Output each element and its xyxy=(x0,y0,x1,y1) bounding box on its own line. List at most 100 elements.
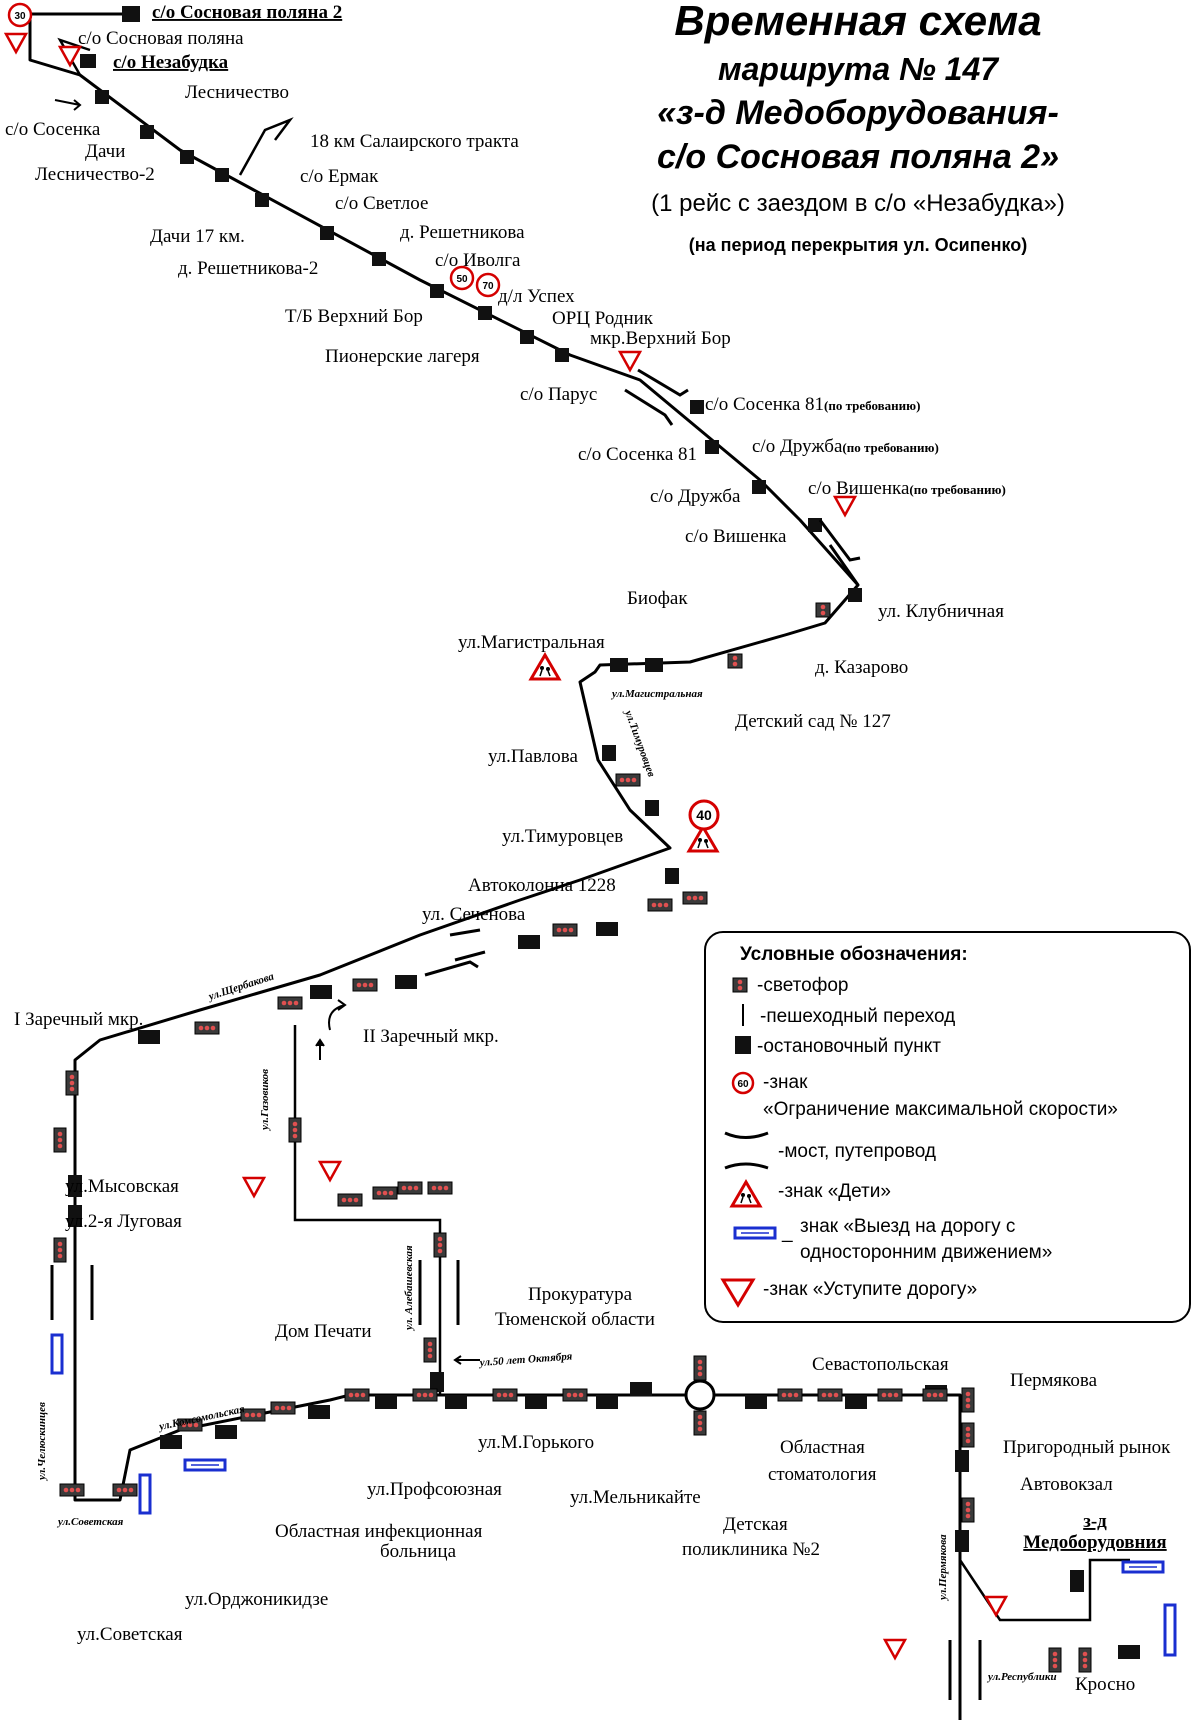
stop-marker xyxy=(645,800,659,816)
traffic-light-icon xyxy=(961,1497,975,1523)
stop-marker xyxy=(630,1382,652,1396)
traffic-light-icon xyxy=(277,996,303,1010)
stop-avtokolonna: Автоколонна 1228 xyxy=(468,875,616,896)
stop-dachi-17km: Дачи 17 км. xyxy=(150,226,245,247)
roundabout-icon xyxy=(684,1379,716,1411)
traffic-light-icon xyxy=(337,1193,363,1207)
yield-sign-icon xyxy=(833,495,857,517)
stop-dom-pechati: Дом Печати xyxy=(275,1321,372,1342)
stop-verhny-bor-mkr: мкр.Верхний Бор xyxy=(590,328,731,349)
traffic-light-icon xyxy=(815,602,831,618)
legend-speed-icon: 60 xyxy=(731,1071,755,1095)
stop-oblastnaya-stom-2: стоматология xyxy=(768,1464,877,1485)
traffic-light-icon xyxy=(412,1388,438,1402)
stop-zavod-1: з-д xyxy=(1083,1511,1107,1532)
traffic-light-icon xyxy=(352,978,378,992)
stop-markers xyxy=(68,6,1140,1659)
bridge-icon xyxy=(449,928,481,937)
stop-marker xyxy=(215,1425,237,1439)
stop-marker xyxy=(845,1395,867,1409)
bridge-icon xyxy=(828,544,860,586)
traffic-light-icon xyxy=(65,1070,79,1096)
stop-avtovokzal: Автовокзал xyxy=(1020,1474,1113,1495)
stop-verhny-bor-tb: Т/Б Верхний Бор xyxy=(285,306,423,327)
stop-marker xyxy=(95,90,109,104)
children-sign-icon xyxy=(687,825,719,853)
stop-permyakova: Пермякова xyxy=(1010,1370,1098,1391)
route-branch-18km xyxy=(238,117,294,176)
stop-zarechny-2: II Заречный мкр. xyxy=(363,1026,499,1047)
stop-marker xyxy=(752,480,766,494)
traffic-light-icon xyxy=(344,1388,370,1402)
stop-prigorodny-rynok: Пригородный рынок xyxy=(1003,1437,1171,1458)
street-magistralnaya: ул.Магистральная xyxy=(610,688,703,700)
traffic-light-icon xyxy=(727,653,743,669)
traffic-light-icon xyxy=(777,1388,803,1402)
stop-marker xyxy=(665,868,679,884)
legend-speed-2: «Ограничение максимальной скорости» xyxy=(763,1099,1118,1120)
stop-sosenka81-left: с/о Сосенка 81 xyxy=(578,444,697,465)
traffic-light-icon xyxy=(693,1355,707,1381)
stop-marker xyxy=(808,518,822,532)
traffic-light-icon xyxy=(492,1388,518,1402)
stop-dachi: Дачи xyxy=(85,141,125,162)
legend-oneway-icon xyxy=(733,1226,777,1240)
speed-limit-50-icon: 50 xyxy=(449,265,475,291)
stop-sechenova: ул. Сеченова xyxy=(422,904,526,925)
street-alebashevskaya: ул. Алебашевская xyxy=(403,1245,415,1332)
stop-klubnichnaya: ул. Клубничная xyxy=(878,601,1004,622)
stop-sovetskaya: ул.Советская xyxy=(77,1624,183,1645)
arrow-icon xyxy=(54,99,82,111)
traffic-light-icon xyxy=(682,891,708,905)
stop-infekc-1: Областная инфекционная xyxy=(275,1521,483,1542)
speed-limit-70-icon: 70 xyxy=(475,272,501,298)
stop-rodnik: ОРЦ Родник xyxy=(552,308,654,329)
title-line2: маршрута № 147 xyxy=(718,51,1000,87)
stop-kazarovo: д. Казарово xyxy=(815,657,908,678)
legend-stop: -остановочный пункт xyxy=(757,1036,941,1057)
stop-marker xyxy=(395,975,417,989)
legend-oneway-2: односторонним движением» xyxy=(800,1242,1052,1263)
bridge-icon xyxy=(637,368,689,397)
stop-uspeh: д/л Успех xyxy=(498,286,575,307)
stop-marker xyxy=(955,1450,969,1472)
street-respubliki: ул.Республики xyxy=(986,1671,1057,1683)
traffic-light-icon xyxy=(288,1117,302,1143)
legend-crossing: -пешеходный переход xyxy=(760,1006,955,1027)
stop-labels: с/о Сосновая поляна 2 с/о Сосновая полян… xyxy=(5,2,1171,1695)
stop-marker xyxy=(308,1405,330,1419)
stop-marker xyxy=(445,1395,467,1409)
svg-text:40: 40 xyxy=(696,807,712,823)
legend-speed-1: -знак xyxy=(763,1072,808,1093)
stop-marker xyxy=(320,226,334,240)
stop-timurovcev: ул.Тимуровцев xyxy=(502,826,623,847)
title-block: Временная схема маршрута № 147 «з-д Медо… xyxy=(651,0,1065,255)
street-timurovcev: ул.Тимуровцев xyxy=(621,707,657,779)
oneway-sign-icon xyxy=(138,1473,152,1515)
stop-marker xyxy=(555,348,569,362)
stop-marker xyxy=(520,330,534,344)
speed-limit-40-icon: 40 xyxy=(688,799,720,831)
stop-marker xyxy=(645,658,663,672)
stop-marker xyxy=(138,1030,160,1044)
stop-krasno: Кросно xyxy=(1075,1674,1135,1695)
bridge-icon xyxy=(454,950,486,962)
stop-m-gorkogo: ул.М.Горького xyxy=(478,1432,594,1453)
legend: Условные обозначения: -светофор -пешеход… xyxy=(704,931,1191,1323)
street-sovetskaya: ул.Советская xyxy=(56,1516,124,1528)
stop-marker xyxy=(610,658,628,672)
svg-text:70: 70 xyxy=(482,281,494,292)
speed-limit-30-icon: 30 xyxy=(7,2,33,28)
stop-ordzhonikidze: ул.Орджоникидзе xyxy=(185,1589,328,1610)
stop-marker xyxy=(80,54,96,68)
traffic-light-icon xyxy=(433,1232,447,1258)
stop-marker xyxy=(518,935,540,949)
legend-children: -знак «Дети» xyxy=(778,1181,891,1202)
stop-marker xyxy=(140,125,154,139)
stop-prokuratura-1: Прокуратура xyxy=(528,1284,633,1305)
street-gazovikov: ул.Газовиков xyxy=(259,1069,271,1132)
oneway-sign-icon xyxy=(1121,1560,1165,1574)
title-line1: Временная схема xyxy=(674,0,1041,44)
stop-marker xyxy=(596,1395,618,1409)
